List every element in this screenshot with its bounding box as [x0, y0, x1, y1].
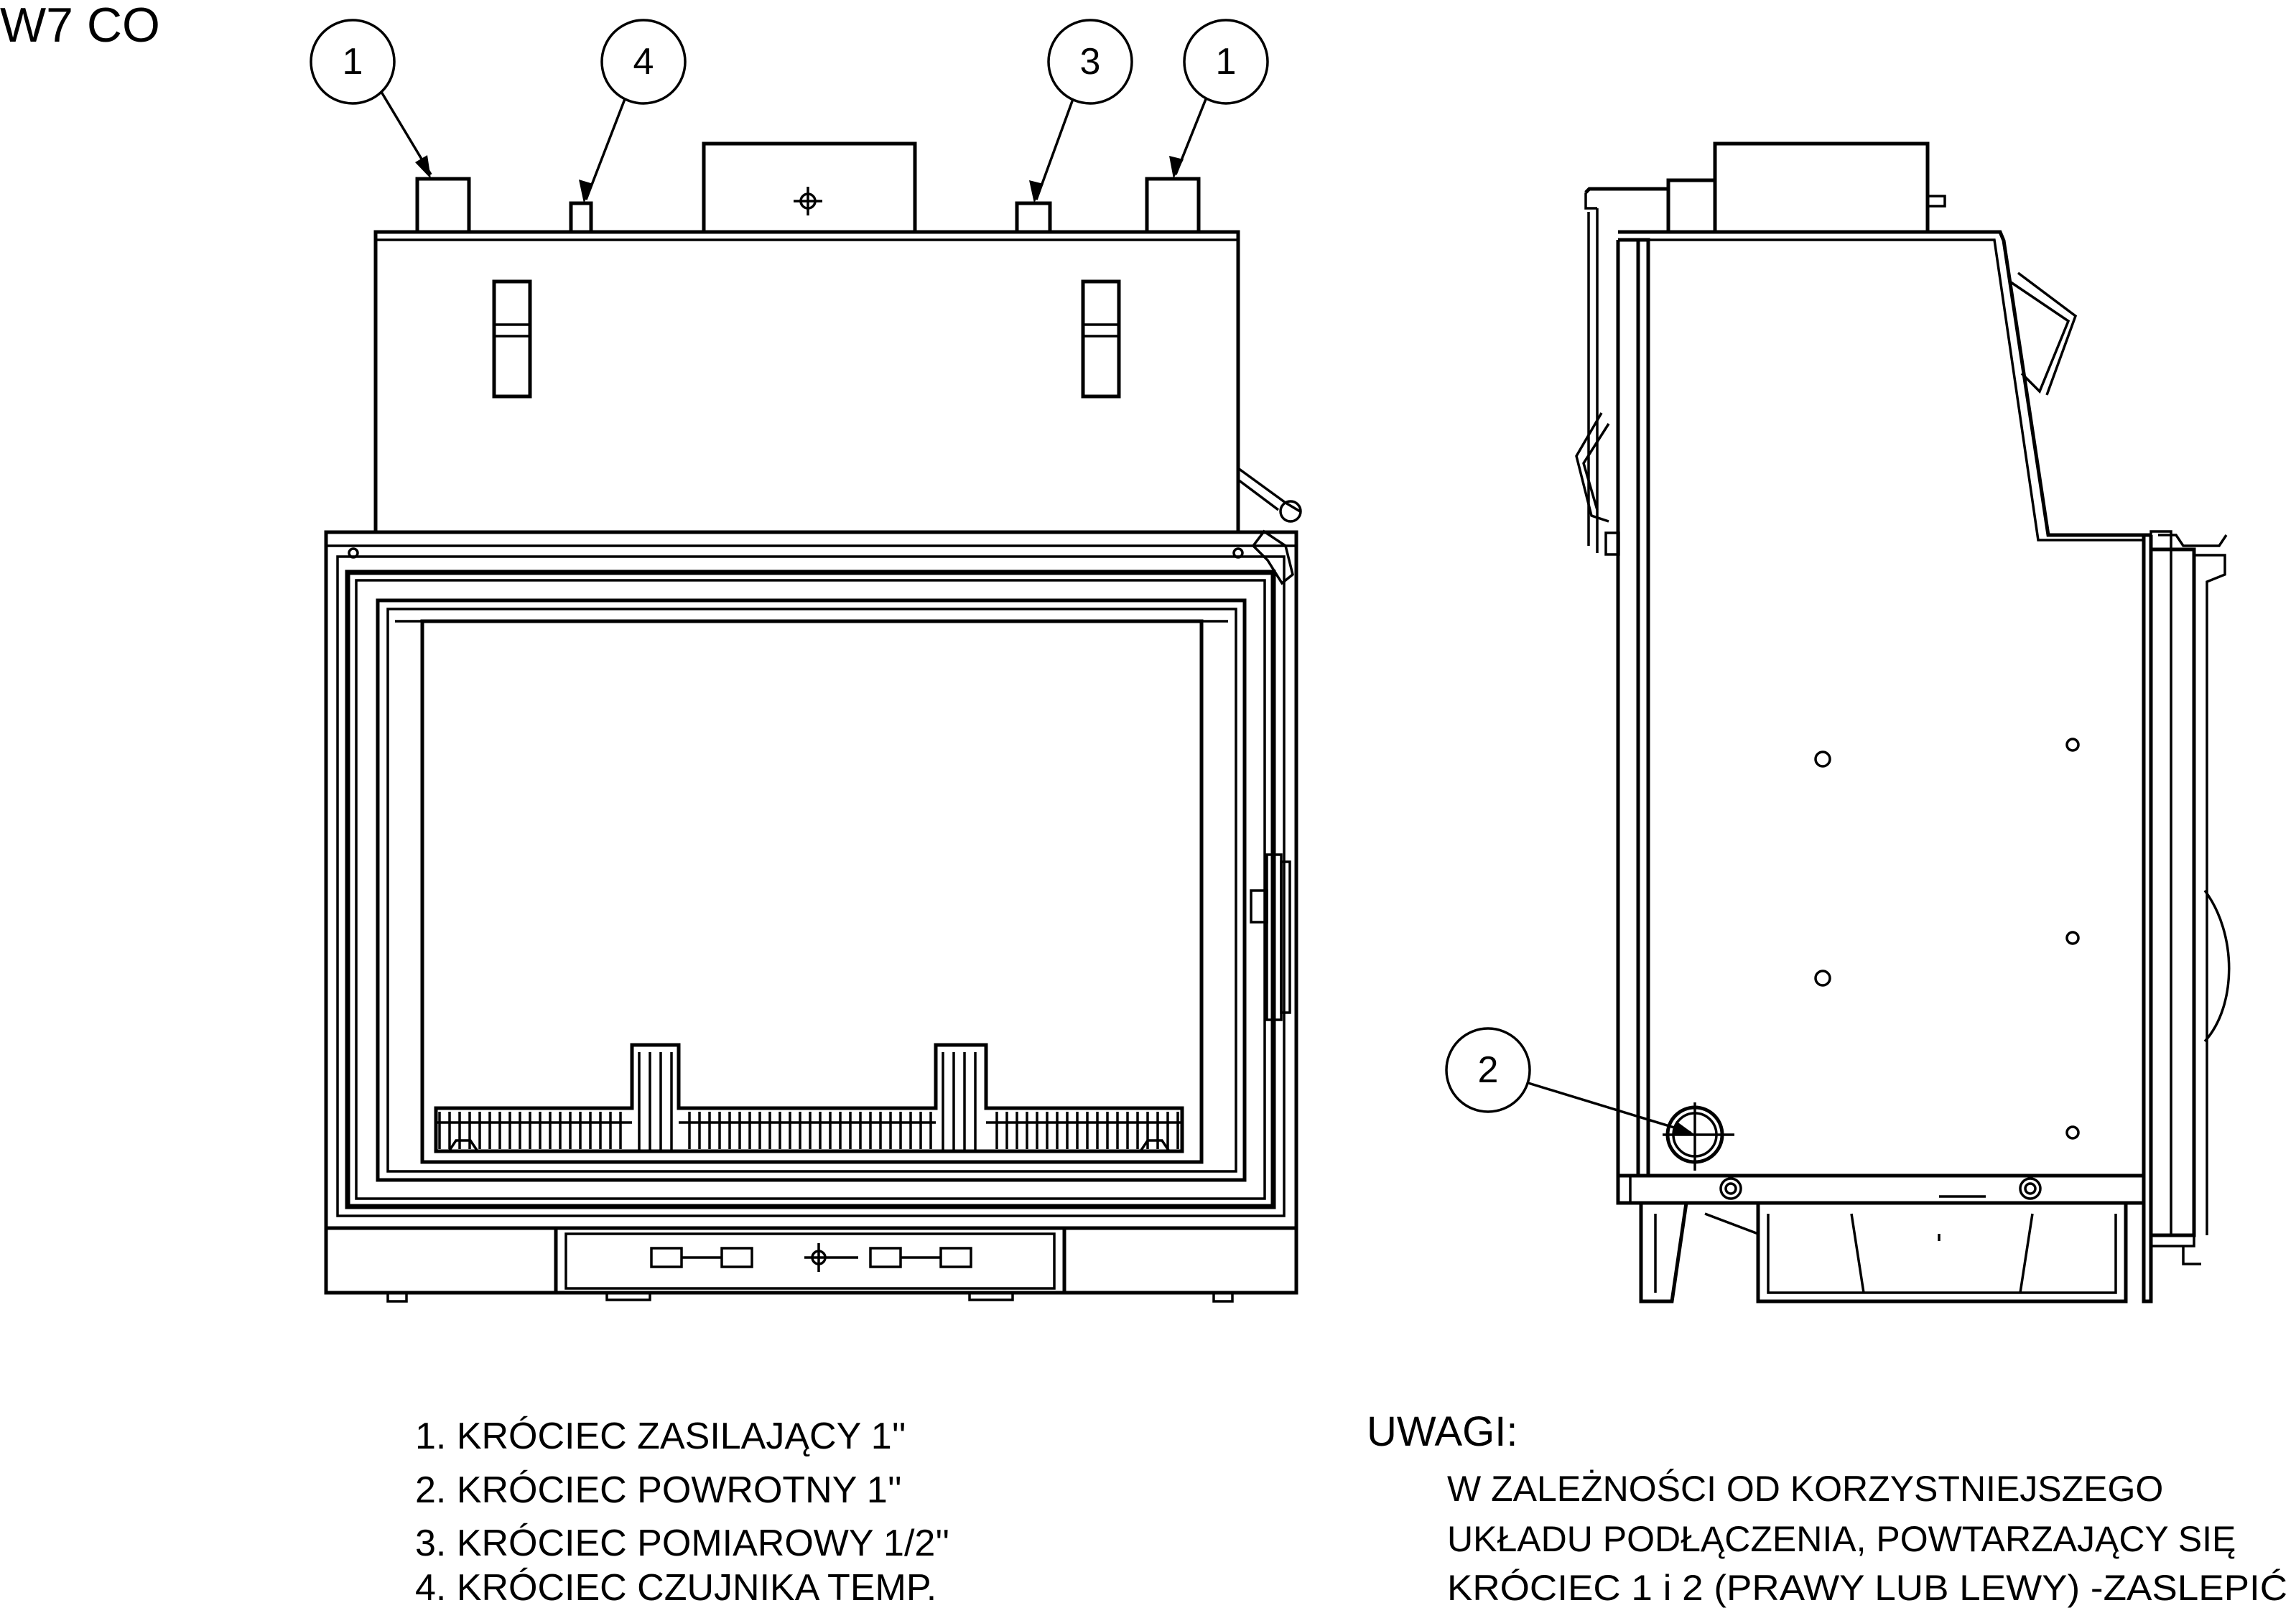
legend-item-2: 2. KRÓCIEC POWROTNY 1'' — [415, 1469, 902, 1511]
front-view — [324, 141, 1302, 1303]
svg-text:2: 2 — [1478, 1049, 1499, 1091]
callout-4: 4 — [579, 19, 687, 203]
water-jacket-box — [373, 230, 1240, 534]
notes-line-1: W ZALEŻNOŚCI OD KORZYSTNIEJSZEGO — [1447, 1468, 2163, 1509]
notes-heading: UWAGI: — [1367, 1408, 1518, 1455]
callout-1-right: 1 — [1169, 19, 1269, 179]
side-base-plate — [1616, 1174, 2146, 1205]
side-view — [1575, 141, 2231, 1303]
drawing-title: W7 CO — [0, 0, 160, 52]
notes: UWAGI: W ZALEŻNOŚCI OD KORZYSTNIEJSZEGO … — [1367, 1408, 2287, 1608]
supply-pipe-left — [415, 177, 471, 234]
svg-text:3: 3 — [1080, 41, 1101, 83]
callout-2: 2 — [1445, 1027, 1695, 1135]
fire-grate — [434, 1043, 1184, 1153]
callout-3: 3 — [1029, 19, 1133, 203]
callout-1-left: 1 — [310, 19, 432, 179]
flue-center-mark — [794, 187, 822, 215]
svg-text:1: 1 — [1216, 41, 1237, 83]
ash-drawer — [326, 1226, 1296, 1295]
legend-item-4: 4. KRÓCIEC CZUJNIKA TEMP. — [415, 1567, 936, 1608]
return-pipe — [1663, 1102, 1734, 1171]
notes-line-3: KRÓCIEC 1 i 2 (PRAWY LUB LEWY) -ZASLEPIĆ — [1447, 1568, 2287, 1608]
door-lever — [1237, 467, 1302, 585]
sensor-pipe — [569, 201, 593, 234]
measure-pipe — [1015, 201, 1052, 234]
door-handle — [1250, 853, 1291, 1021]
door-frame-inner — [376, 598, 1247, 1182]
legend-item-3: 3. KRÓCIEC POMIAROWY 1/2'' — [415, 1523, 949, 1564]
glass-pane — [420, 619, 1204, 1164]
flue-collar — [702, 141, 917, 234]
door-frame-outer — [345, 570, 1276, 1209]
side-body — [1636, 238, 1650, 1178]
jacket-slot-right — [1081, 279, 1121, 399]
legend-item-1: 1. KRÓCIEC ZASILAJĄCY 1'' — [415, 1416, 906, 1457]
side-flue-collar — [1713, 141, 1930, 234]
svg-text:4: 4 — [633, 41, 654, 83]
legend: 1. KRÓCIEC ZASILAJĄCY 1'' 2. KRÓCIEC POW… — [415, 1416, 949, 1608]
notes-line-2: UKŁADU PODŁĄCZENIA, POWTARZAJĄCY SIĘ — [1447, 1519, 2236, 1559]
jacket-slot-left — [492, 279, 532, 399]
svg-text:1: 1 — [343, 41, 363, 83]
supply-pipe-right — [1145, 177, 1201, 234]
